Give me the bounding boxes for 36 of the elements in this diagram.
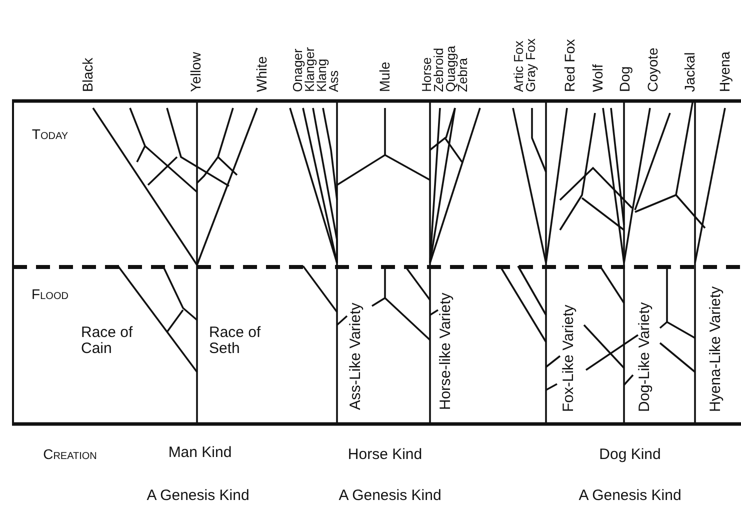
vertical-label: Klang (315, 58, 329, 92)
text-label: Creation (43, 447, 97, 462)
text-label: Dog Kind (599, 447, 661, 463)
vertical-label: Hyena (718, 52, 732, 92)
vertical-label: Horse-like Variety (438, 292, 454, 410)
text-label: Flood (32, 287, 68, 302)
vertical-label: Ass-Like Variety (348, 302, 364, 410)
vertical-label: Gray Fox (524, 38, 538, 92)
vertical-label: Wolf (590, 64, 606, 92)
text-label: Today (32, 127, 68, 142)
vertical-label: Quagga (444, 46, 458, 92)
text-label: A Genesis Kind (146, 488, 250, 504)
vertical-label: Coyote (646, 48, 660, 92)
vertical-label: Zebroid (432, 48, 446, 92)
vertical-label: Ass (327, 70, 341, 92)
text-label: Horse Kind (348, 447, 422, 463)
vertical-label: Dog-Like Variety (637, 302, 653, 412)
vertical-label: Red Fox (562, 39, 578, 92)
vertical-label: Jackal (682, 52, 698, 92)
vertical-label: Zebra (456, 58, 470, 92)
vertical-label: Fox-Like Variety (561, 304, 577, 412)
vertical-label: Klanger (303, 47, 317, 92)
text-label: A Genesis Kind (578, 488, 682, 504)
text-label: Race of Seth (209, 325, 262, 356)
vertical-label: White (254, 56, 270, 92)
text-label: Man Kind (168, 445, 232, 461)
vertical-label: Horse (420, 57, 434, 92)
vertical-label: Yellow (188, 52, 204, 92)
vertical-label: Artic Fox (512, 40, 526, 92)
vertical-label: Hyena-Like Variety (708, 286, 724, 412)
vertical-label: Dog (618, 66, 632, 92)
vertical-label: Onager (291, 48, 305, 92)
text-label: A Genesis Kind (338, 488, 442, 504)
text-label: Race of Cain (81, 325, 134, 356)
vertical-label: Black (80, 58, 96, 92)
vertical-label: Mule (378, 62, 392, 92)
